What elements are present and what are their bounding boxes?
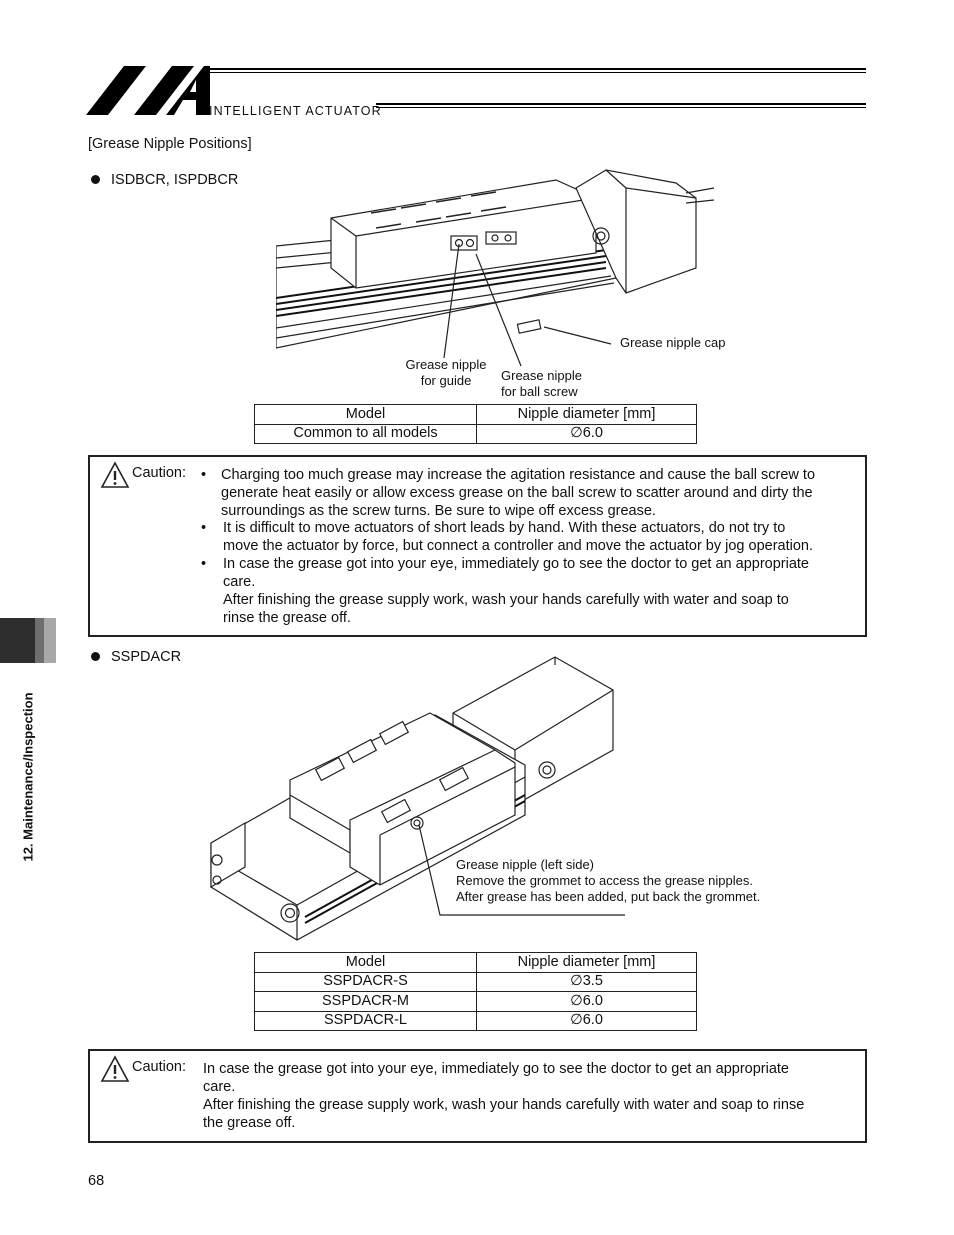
caution-line: In case the grease got into your eye, im… [223, 556, 809, 572]
section-heading: [Grease Nipple Positions] [88, 136, 252, 152]
caution-label: Caution: [132, 1059, 187, 1075]
caution-line: After finishing the grease supply work, … [203, 1097, 805, 1113]
bullet-icon [91, 652, 100, 661]
caution-line: After finishing the grease supply work, … [223, 592, 789, 608]
table-header-row: Model Nipple diameter [mm] [254, 404, 697, 425]
caution-line: generate heat easily or allow excess gre… [221, 485, 813, 501]
table-row: SSPDACR-S ∅3.5 [254, 971, 697, 992]
bullet-icon [91, 175, 100, 184]
caution-line: care. [223, 574, 256, 590]
model-heading-sspdacr: SSPDACR [111, 649, 182, 665]
header-rule-bottom-1 [376, 103, 866, 105]
caution-item-2: • It is difficult to move actuators of s… [201, 519, 814, 555]
company-logo [86, 66, 210, 115]
callout-line: Grease nipple (left side) [456, 857, 595, 872]
callout-grease-nipple-left: Grease nipple (left side) Remove the gro… [456, 857, 760, 905]
caution-line: surroundings as the screw turns. Be sure… [221, 503, 656, 519]
isdbcr-actuator-drawing [276, 169, 715, 367]
page-number: 68 [88, 1173, 105, 1189]
callout-line: for guide [420, 373, 472, 388]
caution-line: move the actuator by force, but connect … [223, 538, 814, 554]
table-cell: Common to all models [254, 423, 477, 444]
caution-line: In case the grease got into your eye, im… [203, 1061, 789, 1077]
bullet-icon: • [201, 467, 207, 483]
table-row: SSPDACR-M ∅6.0 [254, 991, 697, 1012]
callout-line: Grease nipple [405, 357, 487, 372]
caution-line: Charging too much grease may increase th… [221, 467, 816, 483]
model-heading-isdbcr: ISDBCR, ISPDBCR [111, 172, 239, 188]
nipple-table-sspdacr: Model Nipple diameter [mm] SSPDACR-S ∅3.… [254, 952, 697, 1031]
bullet-icon: • [201, 520, 207, 536]
chapter-tab-mid [35, 618, 44, 663]
table-cell: ∅3.5 [476, 971, 697, 992]
bullet-icon: • [201, 556, 207, 572]
chapter-label: 12. Maintenance/Inspection [20, 692, 36, 862]
caution-text: In case the grease got into your eye, im… [203, 1060, 804, 1132]
callout-line: After grease has been added, put back th… [456, 889, 761, 904]
table-header-cell: Model [254, 952, 477, 973]
callout-line: Remove the grommet to access the grease … [456, 873, 753, 888]
caution-box-1: Caution: • Charging too much grease may … [88, 455, 867, 637]
caution-line: care. [203, 1079, 236, 1095]
table-cell: SSPDACR-M [254, 991, 477, 1012]
header-rule-top-1 [210, 68, 866, 70]
sspdacr-actuator-drawing [210, 656, 625, 941]
table-header-row: Model Nipple diameter [mm] [254, 952, 697, 973]
table-header-cell: Model [254, 404, 477, 425]
table-header-cell: Nipple diameter [mm] [476, 404, 697, 425]
callout-nipple-ball-screw: Grease nipple for ball screw [501, 368, 582, 400]
caution-box-2: Caution: In case the grease got into you… [88, 1049, 867, 1143]
callout-grease-nipple-cap: Grease nipple cap [620, 335, 726, 350]
nipple-table-isdbcr: Model Nipple diameter [mm] Common to all… [254, 404, 697, 444]
callout-line: for ball screw [501, 384, 578, 399]
table-cell: SSPDACR-L [254, 1010, 477, 1031]
caution-line: rinse the grease off. [223, 610, 351, 626]
table-header-cell: Nipple diameter [mm] [476, 952, 697, 973]
table-cell: SSPDACR-S [254, 971, 477, 992]
caution-item-1: • Charging too much grease may increase … [201, 466, 816, 520]
callout-nipple-guide: Grease nipple for guide [401, 357, 491, 389]
callout-line: Grease nipple [501, 368, 582, 383]
chapter-tab-dark [0, 618, 35, 663]
warning-triangle-icon [100, 461, 130, 488]
header-rule-top-2 [210, 72, 866, 73]
caution-line: It is difficult to move actuators of sho… [223, 520, 786, 536]
table-cell: ∅6.0 [476, 991, 697, 1012]
header-rule-bottom-2 [376, 107, 866, 108]
warning-triangle-icon [100, 1055, 130, 1082]
chapter-tab-light [44, 618, 56, 663]
caution-line: the grease off. [203, 1115, 296, 1131]
caution-label: Caution: [132, 465, 187, 481]
caution-item-3: • In case the grease got into your eye, … [201, 555, 809, 627]
table-row: Common to all models ∅6.0 [254, 423, 697, 444]
table-cell: ∅6.0 [476, 423, 697, 444]
table-row: SSPDACR-L ∅6.0 [254, 1010, 697, 1031]
table-cell: ∅6.0 [476, 1010, 697, 1031]
brand-name: INTELLIGENT ACTUATOR [209, 104, 382, 118]
